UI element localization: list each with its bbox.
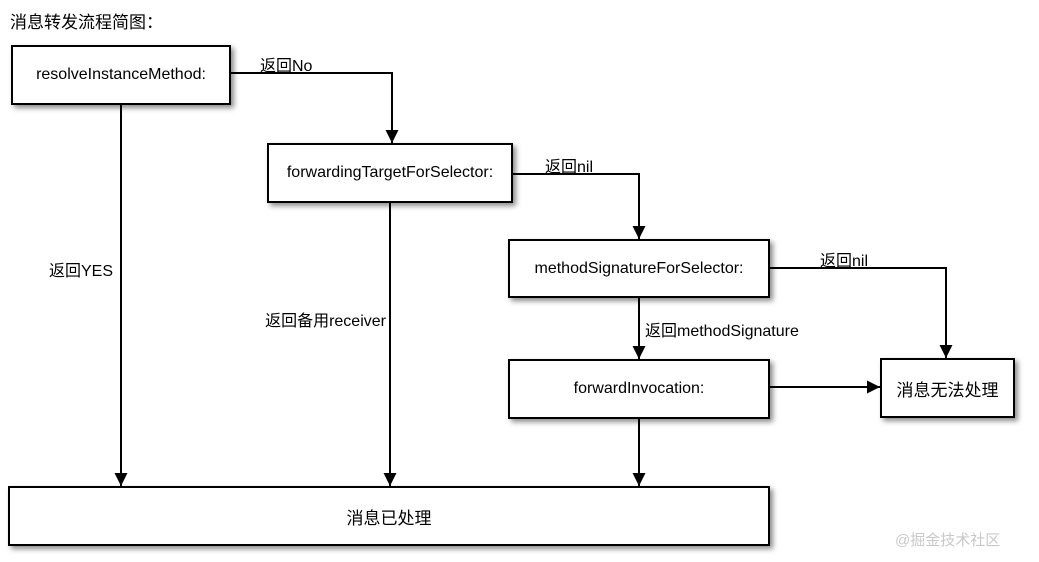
node-message-handled: 消息已处理 — [8, 486, 770, 546]
edge-label-return-nil-from-forwarding-target: 返回nil — [545, 159, 594, 176]
node-resolve-instance-method: resolveInstanceMethod: — [11, 45, 231, 105]
node-message-unhandled: 消息无法处理 — [880, 358, 1015, 418]
node-forwarding-target-for-selector: forwardingTargetForSelector: — [267, 143, 513, 203]
edge-label-return-nil-from-method-signature: 返回nil — [820, 253, 869, 270]
diagram-title: 消息转发流程简图： — [10, 13, 163, 32]
edge-return-nil-to-method-signature-line — [513, 173, 646, 239]
edge-label-return-yes: 返回YES — [48, 263, 113, 280]
node-method-signature-for-selector: methodSignatureForSelector: — [508, 239, 770, 298]
edge-label-return-backup-receiver: 返回备用receiver — [265, 313, 386, 330]
edge-return-nil-to-unhandled-line — [770, 267, 953, 358]
edge-return-no-line — [231, 72, 399, 143]
edge-label-return-method-signature: 返回methodSignature — [645, 323, 799, 340]
watermark: @掘金技术社区 — [895, 532, 1001, 549]
edge-label-return-no: 返回No — [260, 58, 313, 75]
node-forward-invocation: forwardInvocation: — [508, 359, 770, 419]
